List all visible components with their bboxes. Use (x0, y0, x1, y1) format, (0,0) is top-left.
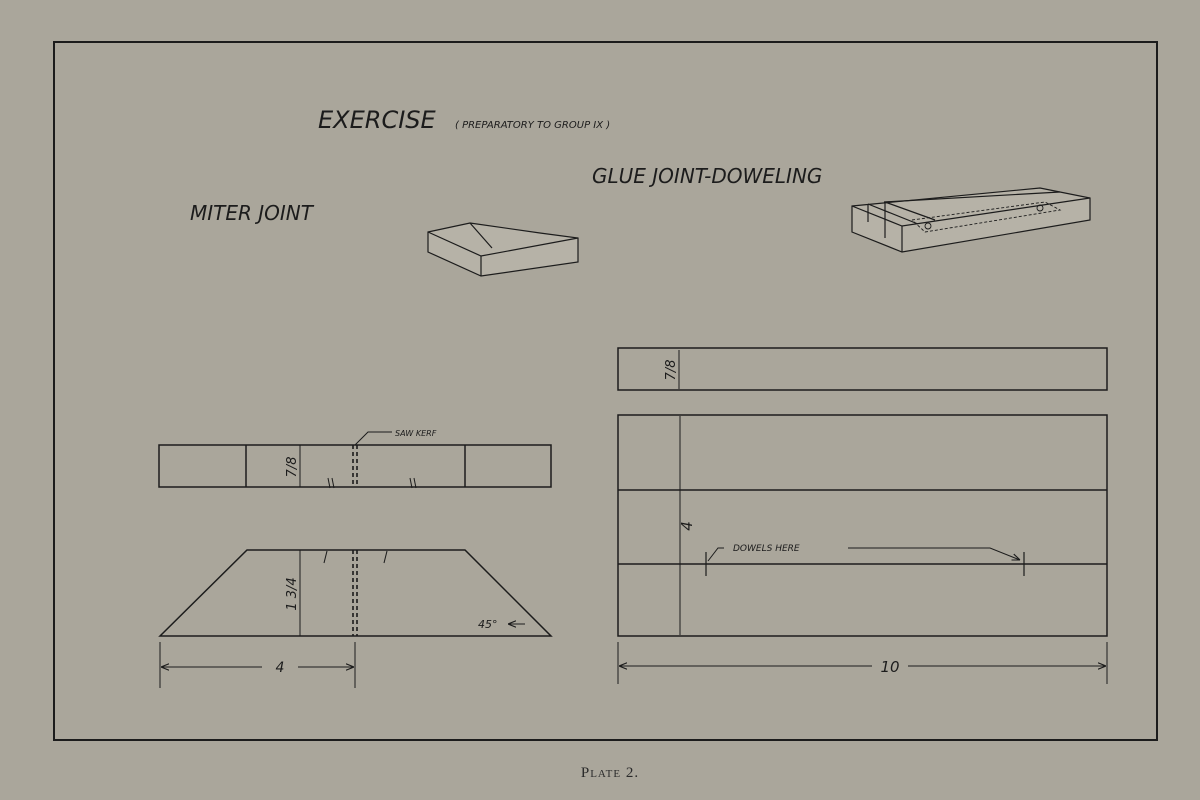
glue-joint-sketch (851, 187, 1091, 253)
glue-length-dim: 10 (880, 658, 899, 676)
glue-top-view (617, 347, 1108, 391)
miter-length-dim-line (159, 642, 356, 688)
miter-top-view (158, 431, 552, 489)
miter-joint-label: MITER JOINT (190, 201, 315, 225)
glue-thickness-dim: 7/8 (664, 360, 679, 381)
miter-angle-dim: 45° (478, 618, 498, 631)
exercise-note: ( PREPARATORY TO GROUP IX ) (455, 120, 610, 131)
dowels-here-label: DOWELS HERE (733, 544, 800, 554)
exercise-title: EXERCISE (318, 106, 437, 134)
miter-front-view (158, 549, 553, 637)
plate-caption: Plate 2. (581, 765, 639, 781)
miter-length-dim: 4 (276, 660, 285, 676)
glue-width-dim: 4 (678, 521, 696, 531)
glue-length-dim-line (617, 642, 1108, 684)
glue-joint-label: GLUE JOINT-DOWELING (592, 164, 822, 188)
saw-kerf-label: SAW KERF (395, 429, 437, 438)
miter-width-dim: 1 3/4 (285, 577, 300, 610)
glue-front-view (617, 414, 1108, 637)
miter-joint-sketch (427, 222, 579, 277)
miter-thickness-dim: 7/8 (285, 457, 300, 478)
plate-border (53, 41, 1158, 741)
